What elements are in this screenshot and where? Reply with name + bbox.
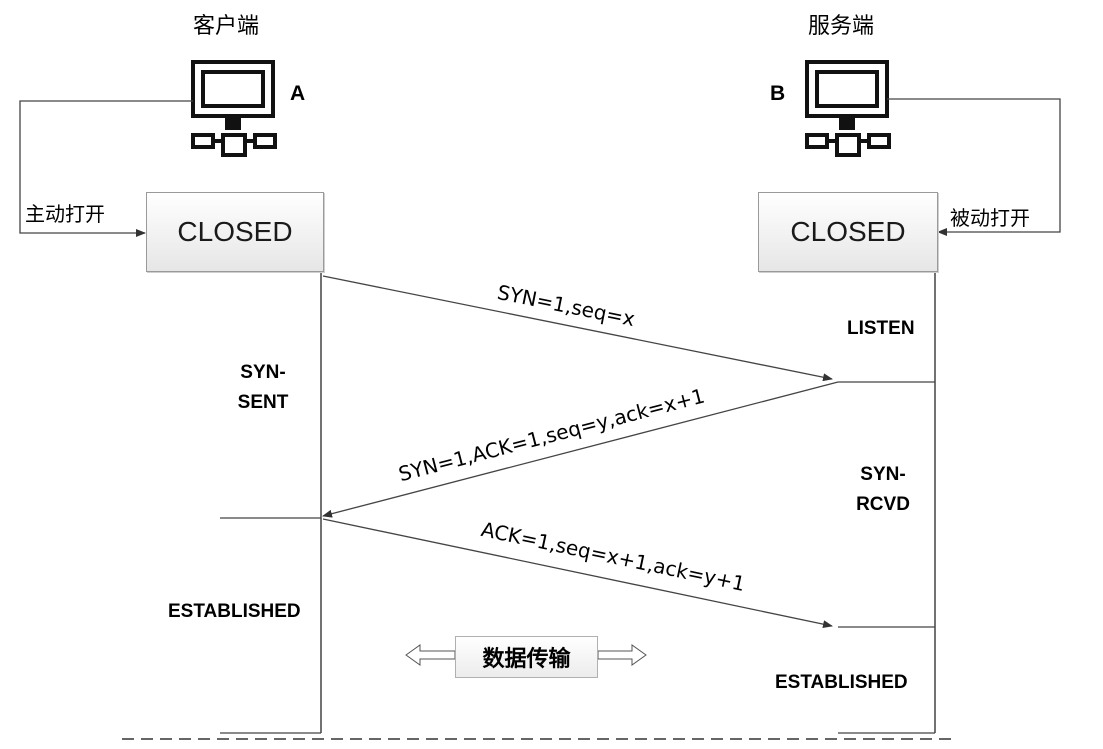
client-title: 客户端 — [193, 14, 260, 39]
server-title: 服务端 — [808, 14, 875, 39]
computer-icon — [191, 60, 277, 157]
server-open-connector — [887, 98, 1061, 236]
listen-state: LISTEN — [847, 318, 915, 339]
syn-arrow — [322, 275, 833, 382]
ack-arrow — [322, 518, 833, 629]
server-closed-state: CLOSED — [758, 192, 938, 272]
client-open-label: 主动打开 — [25, 202, 105, 226]
client-established-state: ESTABLISHED — [168, 601, 301, 622]
data-transfer-box: 数据传输 — [455, 636, 598, 678]
server-open-label: 被动打开 — [950, 206, 1030, 230]
syn-rcvd-state: SYN- RCVD — [848, 464, 918, 516]
syn-sent-state: SYN- SENT — [228, 362, 298, 414]
computer-icon — [805, 60, 891, 157]
client-open-connector — [19, 100, 193, 237]
syn-rcvd-line-1: SYN- — [860, 464, 906, 485]
syn-sent-line-2: SENT — [237, 392, 289, 413]
client-closed-state: CLOSED — [146, 192, 324, 272]
client-letter: A — [290, 82, 306, 105]
syn-sent-line-1: SYN- — [240, 362, 286, 383]
server-established-state: ESTABLISHED — [775, 672, 908, 693]
server-letter: B — [770, 82, 786, 105]
syn-ack-arrow — [322, 381, 839, 518]
syn-rcvd-line-2: RCVD — [856, 494, 910, 515]
